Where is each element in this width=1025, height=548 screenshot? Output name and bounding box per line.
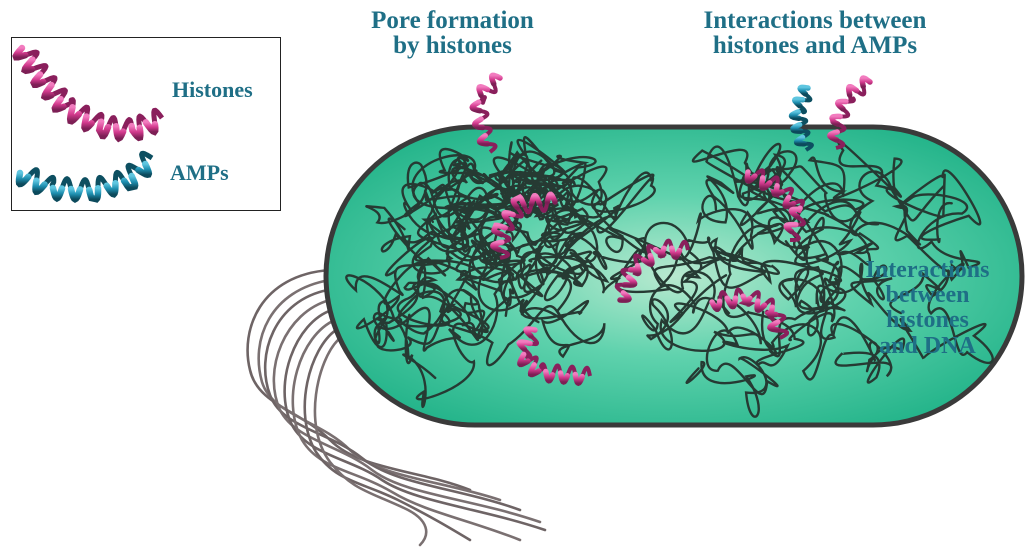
legend-histone-ribbon — [16, 48, 162, 138]
label-hist-amp-line2: histones and AMPs — [665, 33, 965, 58]
legend: Histones AMPs — [11, 37, 281, 211]
label-hist-dna-line3: histones — [830, 308, 1025, 333]
legend-histones-label: Histones — [172, 77, 253, 103]
legend-histone-helix — [16, 48, 162, 138]
label-hist-dna-line1: Interactions — [830, 258, 1025, 283]
legend-amp-helix — [19, 153, 152, 199]
legend-amps-label: AMPs — [170, 160, 229, 186]
label-hist-amp-line1: Interactions between — [665, 8, 965, 33]
label-histone-amp-interactions: Interactions between histones and AMPs — [665, 8, 965, 58]
label-hist-dna-line2: between — [830, 283, 1025, 308]
label-pore-line2: by histones — [360, 33, 545, 58]
label-pore-line1: Pore formation — [360, 8, 545, 33]
label-pore-formation: Pore formation by histones — [360, 8, 545, 58]
legend-graphics — [12, 38, 282, 212]
legend-amp-ribbon — [19, 153, 152, 199]
label-hist-dna-line4: and DNA — [830, 334, 1025, 359]
label-histone-dna-interactions: Interactions between histones and DNA — [830, 258, 1025, 359]
